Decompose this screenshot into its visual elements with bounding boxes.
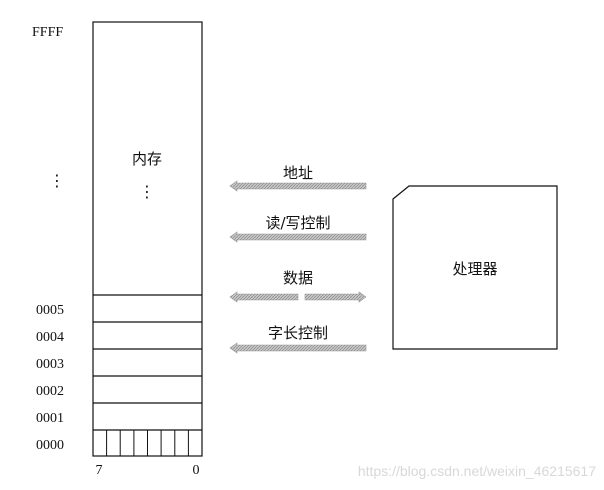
- memory-title: 内存: [132, 150, 162, 168]
- bus-label-word-length: 字长控制: [268, 324, 328, 342]
- bus-label-rw-control: 读/写控制: [265, 214, 330, 232]
- bit-low-label: 0: [193, 463, 200, 478]
- processor-title: 处理器: [452, 260, 497, 278]
- bus-arrow-data-left: [229, 291, 299, 303]
- bus-arrow-word-length: [229, 342, 367, 354]
- memory-inner-ellipsis: ⋮: [139, 182, 155, 201]
- bus-arrow-rw-control: [229, 231, 367, 243]
- address-top: FFFF: [32, 25, 63, 40]
- bit-cells: [106, 430, 189, 456]
- address-label: 0005: [36, 303, 64, 318]
- bus-arrow-data-right: [304, 291, 367, 303]
- bus-label-data: 数据: [283, 269, 313, 287]
- memory-block: [92, 21, 203, 457]
- address-ellipsis: ⋮: [49, 171, 65, 190]
- address-label: 0002: [36, 384, 64, 399]
- bus-arrow-address: [229, 180, 367, 192]
- address-label: 0003: [36, 357, 64, 372]
- address-label: 0000: [36, 438, 64, 453]
- address-label: 0001: [36, 411, 64, 426]
- bit-high-label: 7: [96, 463, 103, 478]
- processor-block: [392, 185, 558, 350]
- memory-row-lines: [93, 294, 202, 431]
- watermark: https://blog.csdn.net/weixin_46215617: [358, 463, 596, 479]
- bus-label-address: 地址: [283, 164, 313, 182]
- address-label: 0004: [36, 330, 64, 345]
